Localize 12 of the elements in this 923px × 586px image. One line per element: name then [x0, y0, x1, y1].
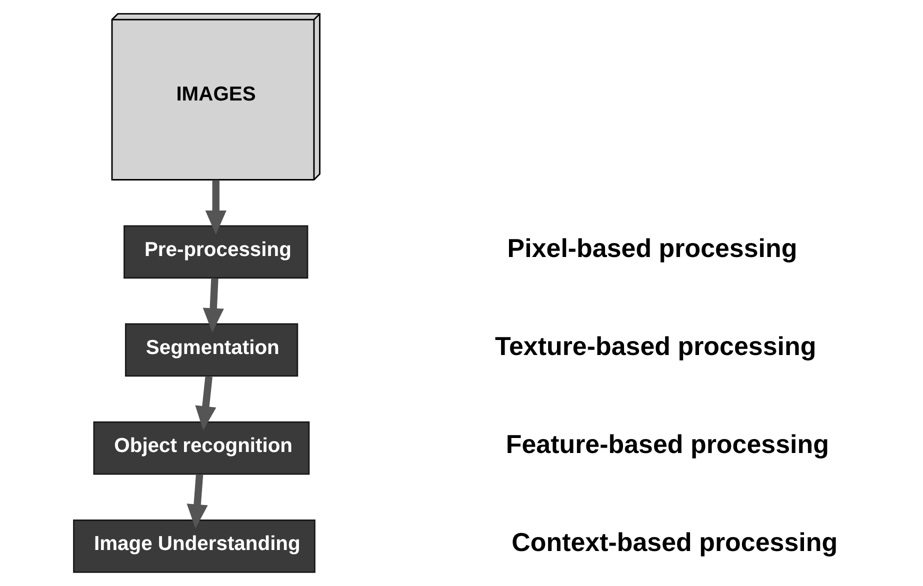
label: Pixel-based processing	[507, 232, 798, 263]
node-box: Segmentation	[124, 323, 298, 377]
arrow	[205, 180, 226, 235]
node-box: Image Understanding	[73, 520, 316, 573]
arrow	[186, 474, 208, 529]
label: Texture-based processing	[495, 330, 816, 361]
node-box: Pre-processing	[124, 225, 308, 279]
node-box: Object recognition	[93, 421, 310, 475]
arrow	[202, 278, 224, 332]
arrow	[195, 376, 216, 430]
label: Context-based processing	[512, 527, 838, 558]
label: Feature-based processing	[506, 428, 829, 459]
